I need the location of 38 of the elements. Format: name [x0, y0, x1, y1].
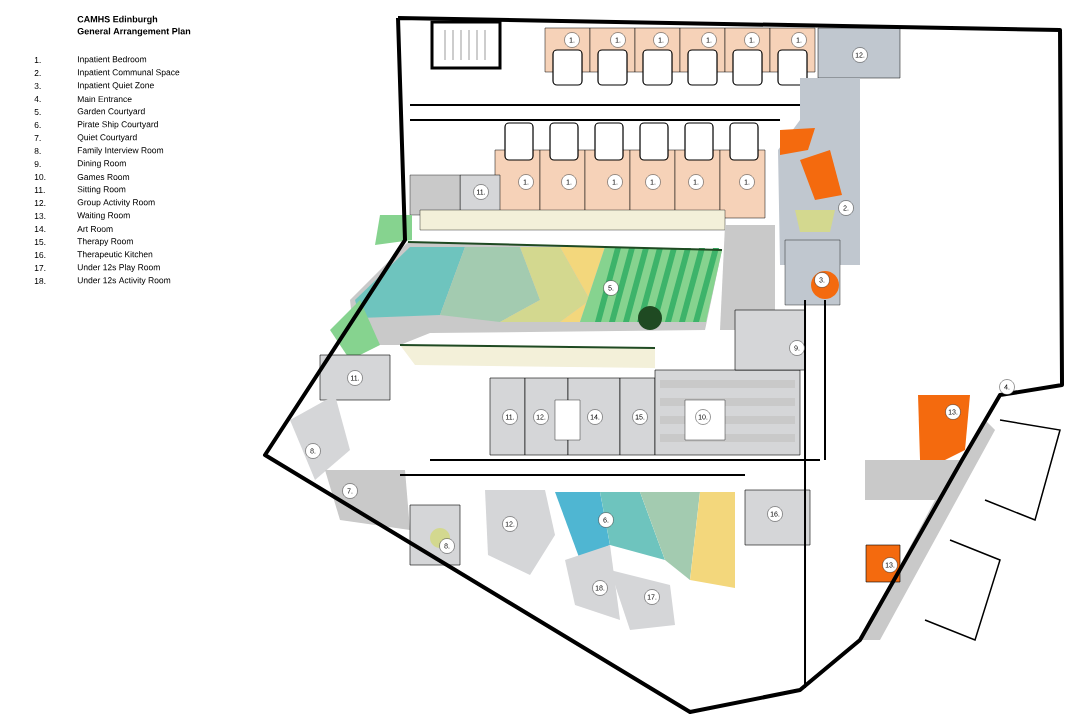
key-number: 17.	[34, 265, 46, 271]
key-number: 3.	[34, 83, 41, 89]
key-number: 11.	[34, 187, 45, 193]
key-number: 14.	[34, 226, 46, 232]
key-number: 9.	[34, 161, 41, 167]
key-text: Quiet Courtyard	[77, 134, 137, 142]
key-text: Games Room	[77, 174, 130, 180]
key-number: 15.	[34, 239, 46, 245]
key-number: 7.	[34, 135, 41, 141]
key-number: 16.	[34, 252, 46, 258]
key-number: 5.	[34, 109, 41, 115]
key-text: Group Activity Room	[77, 199, 155, 207]
subtitle: General Arrangement Plan	[77, 27, 191, 37]
key-text: Pirate Ship Courtyard	[77, 121, 158, 129]
key-text: Under 12s Activity Room	[77, 277, 171, 285]
key-text: Therapeutic Kitchen	[77, 251, 153, 259]
key-number: 1.	[34, 57, 41, 63]
key-text: Inpatient Bedroom	[78, 56, 147, 64]
key-text: Under 12s Play Room	[77, 264, 160, 272]
key-text: Inpatient Quiet Zone	[78, 82, 154, 90]
key-text: Garden Courtyard	[77, 108, 145, 116]
key-text: Therapy Room	[77, 238, 133, 246]
key-number: 13.	[34, 213, 46, 219]
key-text: Art Room	[77, 226, 113, 232]
key-text: Main Entrance	[77, 95, 132, 103]
key-number: 4.	[34, 96, 41, 102]
key-text: Waiting Room	[77, 212, 130, 220]
key-number: 12.	[34, 200, 46, 206]
key-text: Sitting Room	[77, 186, 126, 194]
key-text: Family Interview Room	[77, 147, 164, 155]
key-text: Inpatient Communal Space	[78, 69, 180, 77]
title: CAMHS Edinburgh	[77, 15, 158, 25]
key-number: 18.	[34, 278, 46, 284]
key-text: Dining Room	[77, 160, 126, 168]
key-number: 8.	[34, 148, 41, 154]
key-number: 10.	[34, 174, 46, 180]
key-number: 6.	[34, 122, 41, 128]
key-number: 2.	[34, 70, 41, 76]
